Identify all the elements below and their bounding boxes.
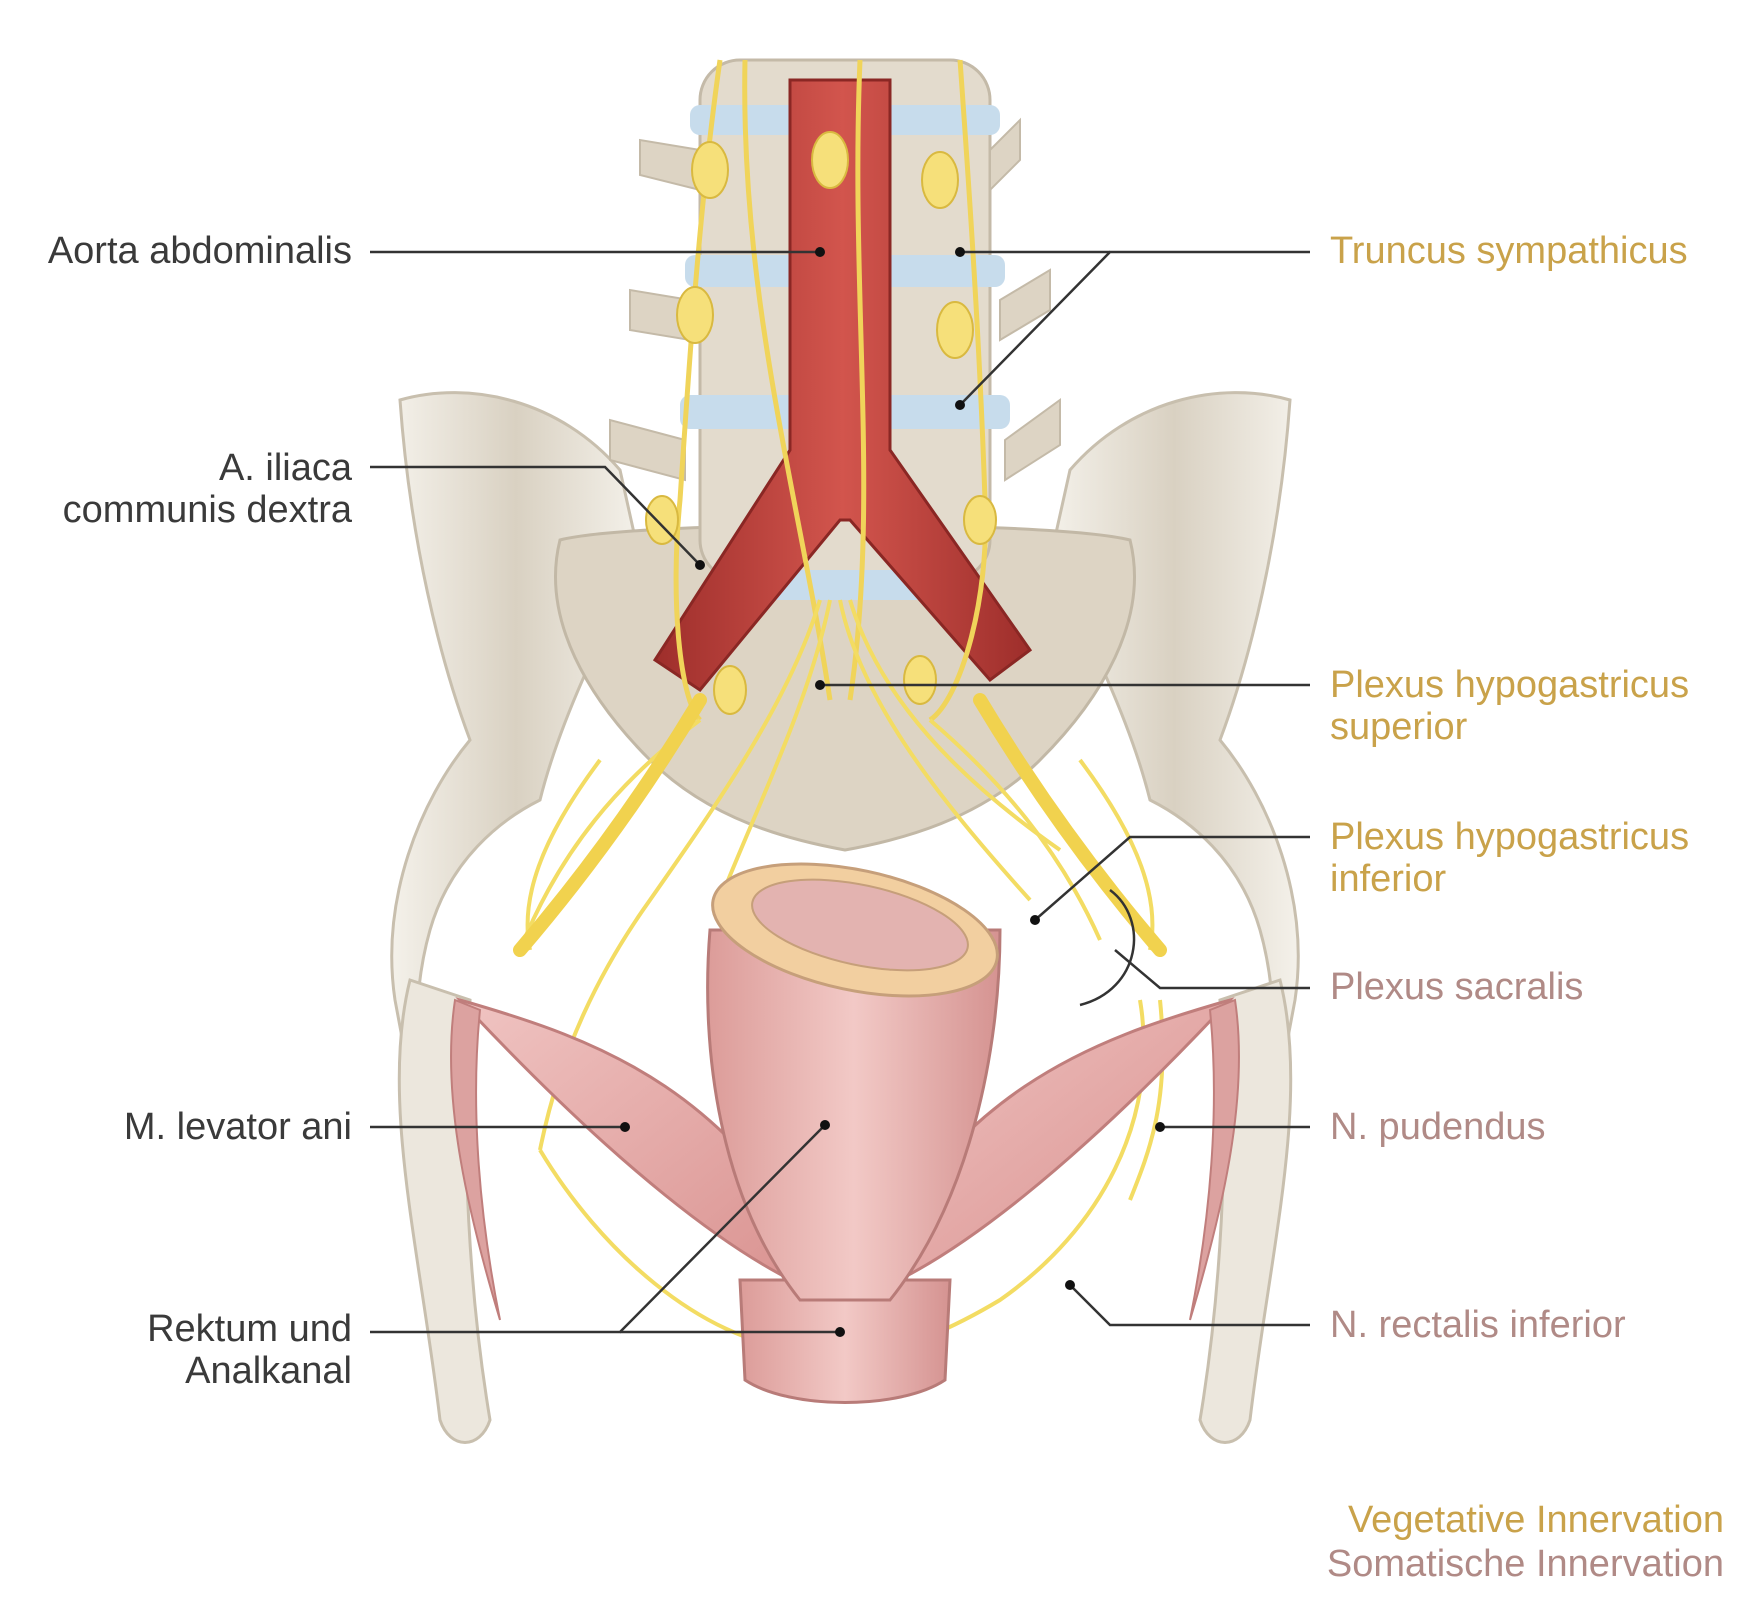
aorta xyxy=(652,78,1033,693)
label-plexus-hypogastricus-superior-1: Plexus hypogastricus xyxy=(1330,664,1690,706)
label-plexus-hypogastricus-inferior-1: Plexus hypogastricus xyxy=(1330,816,1690,858)
legend-somatic: Somatische Innervation xyxy=(1326,1543,1724,1585)
label-plexus-sacralis: Plexus sacralis xyxy=(1330,966,1584,1008)
label-aorta-abdominalis: Aorta abdominalis xyxy=(47,230,352,272)
label-plexus-hypogastricus-inferior-2: inferior xyxy=(1330,858,1447,900)
leader-dots xyxy=(620,247,1165,1337)
leader-lines xyxy=(370,250,1310,1334)
legend-vegetative: Vegetative Innervation xyxy=(1347,1499,1724,1541)
label-truncus-sympathicus: Truncus sympathicus xyxy=(1330,230,1688,272)
label-plexus-hypogastricus-superior-2: superior xyxy=(1330,706,1468,748)
label-communis-dextra: communis dextra xyxy=(62,489,352,531)
label-a-iliaca: A. iliaca xyxy=(218,447,352,489)
label-n-pudendus: N. pudendus xyxy=(1330,1106,1546,1148)
label-levator-ani: M. levator ani xyxy=(123,1106,352,1148)
rectum xyxy=(706,862,1002,1404)
label-n-rectalis-inferior: N. rectalis inferior xyxy=(1330,1304,1626,1346)
sacral-nerve-trunks xyxy=(513,693,1167,957)
ganglia xyxy=(645,131,997,715)
label-analkanal: Analkanal xyxy=(185,1350,352,1392)
levator-ani-muscle xyxy=(450,997,1240,1321)
label-rektum-und: Rektum und xyxy=(147,1308,352,1350)
